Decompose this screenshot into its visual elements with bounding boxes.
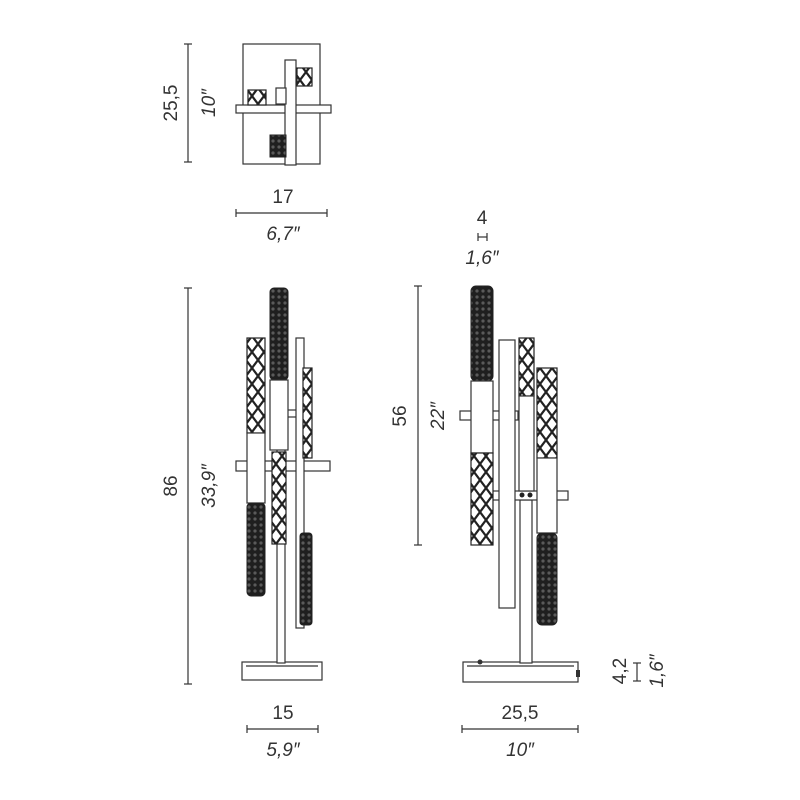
side-lamp-module-width-metric: 4 bbox=[477, 208, 488, 229]
side-lamp-height-inch: 22″ bbox=[428, 401, 449, 431]
side-lamp-pole bbox=[519, 499, 533, 664]
wall-lamp-height-inch: 10″ bbox=[199, 88, 220, 117]
side-lamp-dotted-module-right bbox=[536, 532, 558, 626]
wall-lamp-dotted-module bbox=[269, 134, 287, 158]
side-lamp-module-width-inch: 1,6″ bbox=[465, 248, 499, 269]
front-lamp-width-metric: 15 bbox=[272, 703, 293, 724]
wall-lamp-vertical-bar bbox=[284, 59, 297, 166]
side-lamp-clear-module-right bbox=[536, 457, 558, 534]
side-lamp-lattice-module-left bbox=[470, 452, 494, 546]
front-lamp-height-dimension: 86 33,9″ bbox=[161, 287, 220, 685]
side-lamp-base-height-metric: 4,2 bbox=[610, 658, 631, 684]
front-lamp-dotted-module-right bbox=[299, 532, 313, 626]
front-lamp-dotted-module-left bbox=[246, 502, 266, 597]
side-lamp-height-metric: 56 bbox=[390, 405, 411, 426]
side-lamp-base bbox=[462, 661, 579, 683]
wall-lamp-crossbar bbox=[235, 104, 332, 114]
front-lamp-width-dimension: 15 5,9″ bbox=[246, 703, 319, 761]
front-lamp-lattice-module-left bbox=[246, 337, 266, 434]
side-lamp-base-height-inch: 1,6″ bbox=[647, 653, 668, 687]
side-lamp-switch bbox=[576, 670, 580, 677]
front-lamp-clear-rod-right bbox=[295, 337, 305, 629]
front-lamp-base bbox=[241, 661, 323, 681]
side-lamp-width-inch: 10″ bbox=[506, 740, 535, 761]
wall-lamp-small-bracket bbox=[275, 87, 287, 105]
wall-lamp-lattice-module-left bbox=[247, 89, 267, 106]
side-lamp-clear-rod bbox=[498, 339, 516, 609]
wall-lamp-height-dimension: 25,5 10″ bbox=[161, 43, 220, 163]
front-lamp-lattice-module-center bbox=[271, 451, 287, 545]
front-lamp-height-metric: 86 bbox=[161, 475, 182, 496]
wall-lamp-width-metric: 17 bbox=[272, 187, 293, 208]
screw bbox=[527, 492, 533, 498]
front-lamp-lattice-module-right bbox=[302, 367, 313, 459]
side-lamp-height-dimension: 56 22″ bbox=[390, 285, 449, 546]
side-lamp-clear-module-mid bbox=[518, 395, 535, 492]
wall-lamp-width-dimension: 17 6,7″ bbox=[235, 187, 328, 245]
front-lamp-height-inch: 33,9″ bbox=[199, 463, 220, 508]
side-lamp-cable-port bbox=[477, 659, 483, 665]
wall-lamp-lattice-module-right bbox=[296, 67, 313, 87]
side-lamp-base-height-dimension: 4,2 1,6″ bbox=[610, 653, 668, 687]
side-lamp-lattice-module-mid bbox=[518, 337, 535, 397]
side-lamp-module-width-dimension: 4 1,6″ bbox=[465, 208, 499, 269]
side-lamp-dotted-module-top bbox=[470, 285, 494, 382]
side-lamp-lattice-module-right bbox=[536, 367, 558, 459]
side-lamp-width-metric: 25,5 bbox=[502, 703, 539, 724]
front-lamp-dotted-module-top bbox=[269, 287, 289, 381]
wall-lamp-height-metric: 25,5 bbox=[161, 85, 182, 122]
front-lamp-width-inch: 5,9″ bbox=[266, 740, 300, 761]
side-lamp-clear-module-left bbox=[470, 380, 494, 454]
table-lamp-side-drawing bbox=[459, 285, 580, 683]
front-lamp-clear-module-left bbox=[246, 432, 266, 504]
wall-lamp-width-inch: 6,7″ bbox=[266, 224, 300, 245]
front-lamp-clear-module-top bbox=[269, 379, 289, 451]
wall-lamp-drawing bbox=[235, 43, 332, 166]
screw bbox=[519, 492, 525, 498]
table-lamp-front-drawing bbox=[235, 287, 331, 681]
side-lamp-width-dimension: 25,5 10″ bbox=[461, 703, 579, 761]
